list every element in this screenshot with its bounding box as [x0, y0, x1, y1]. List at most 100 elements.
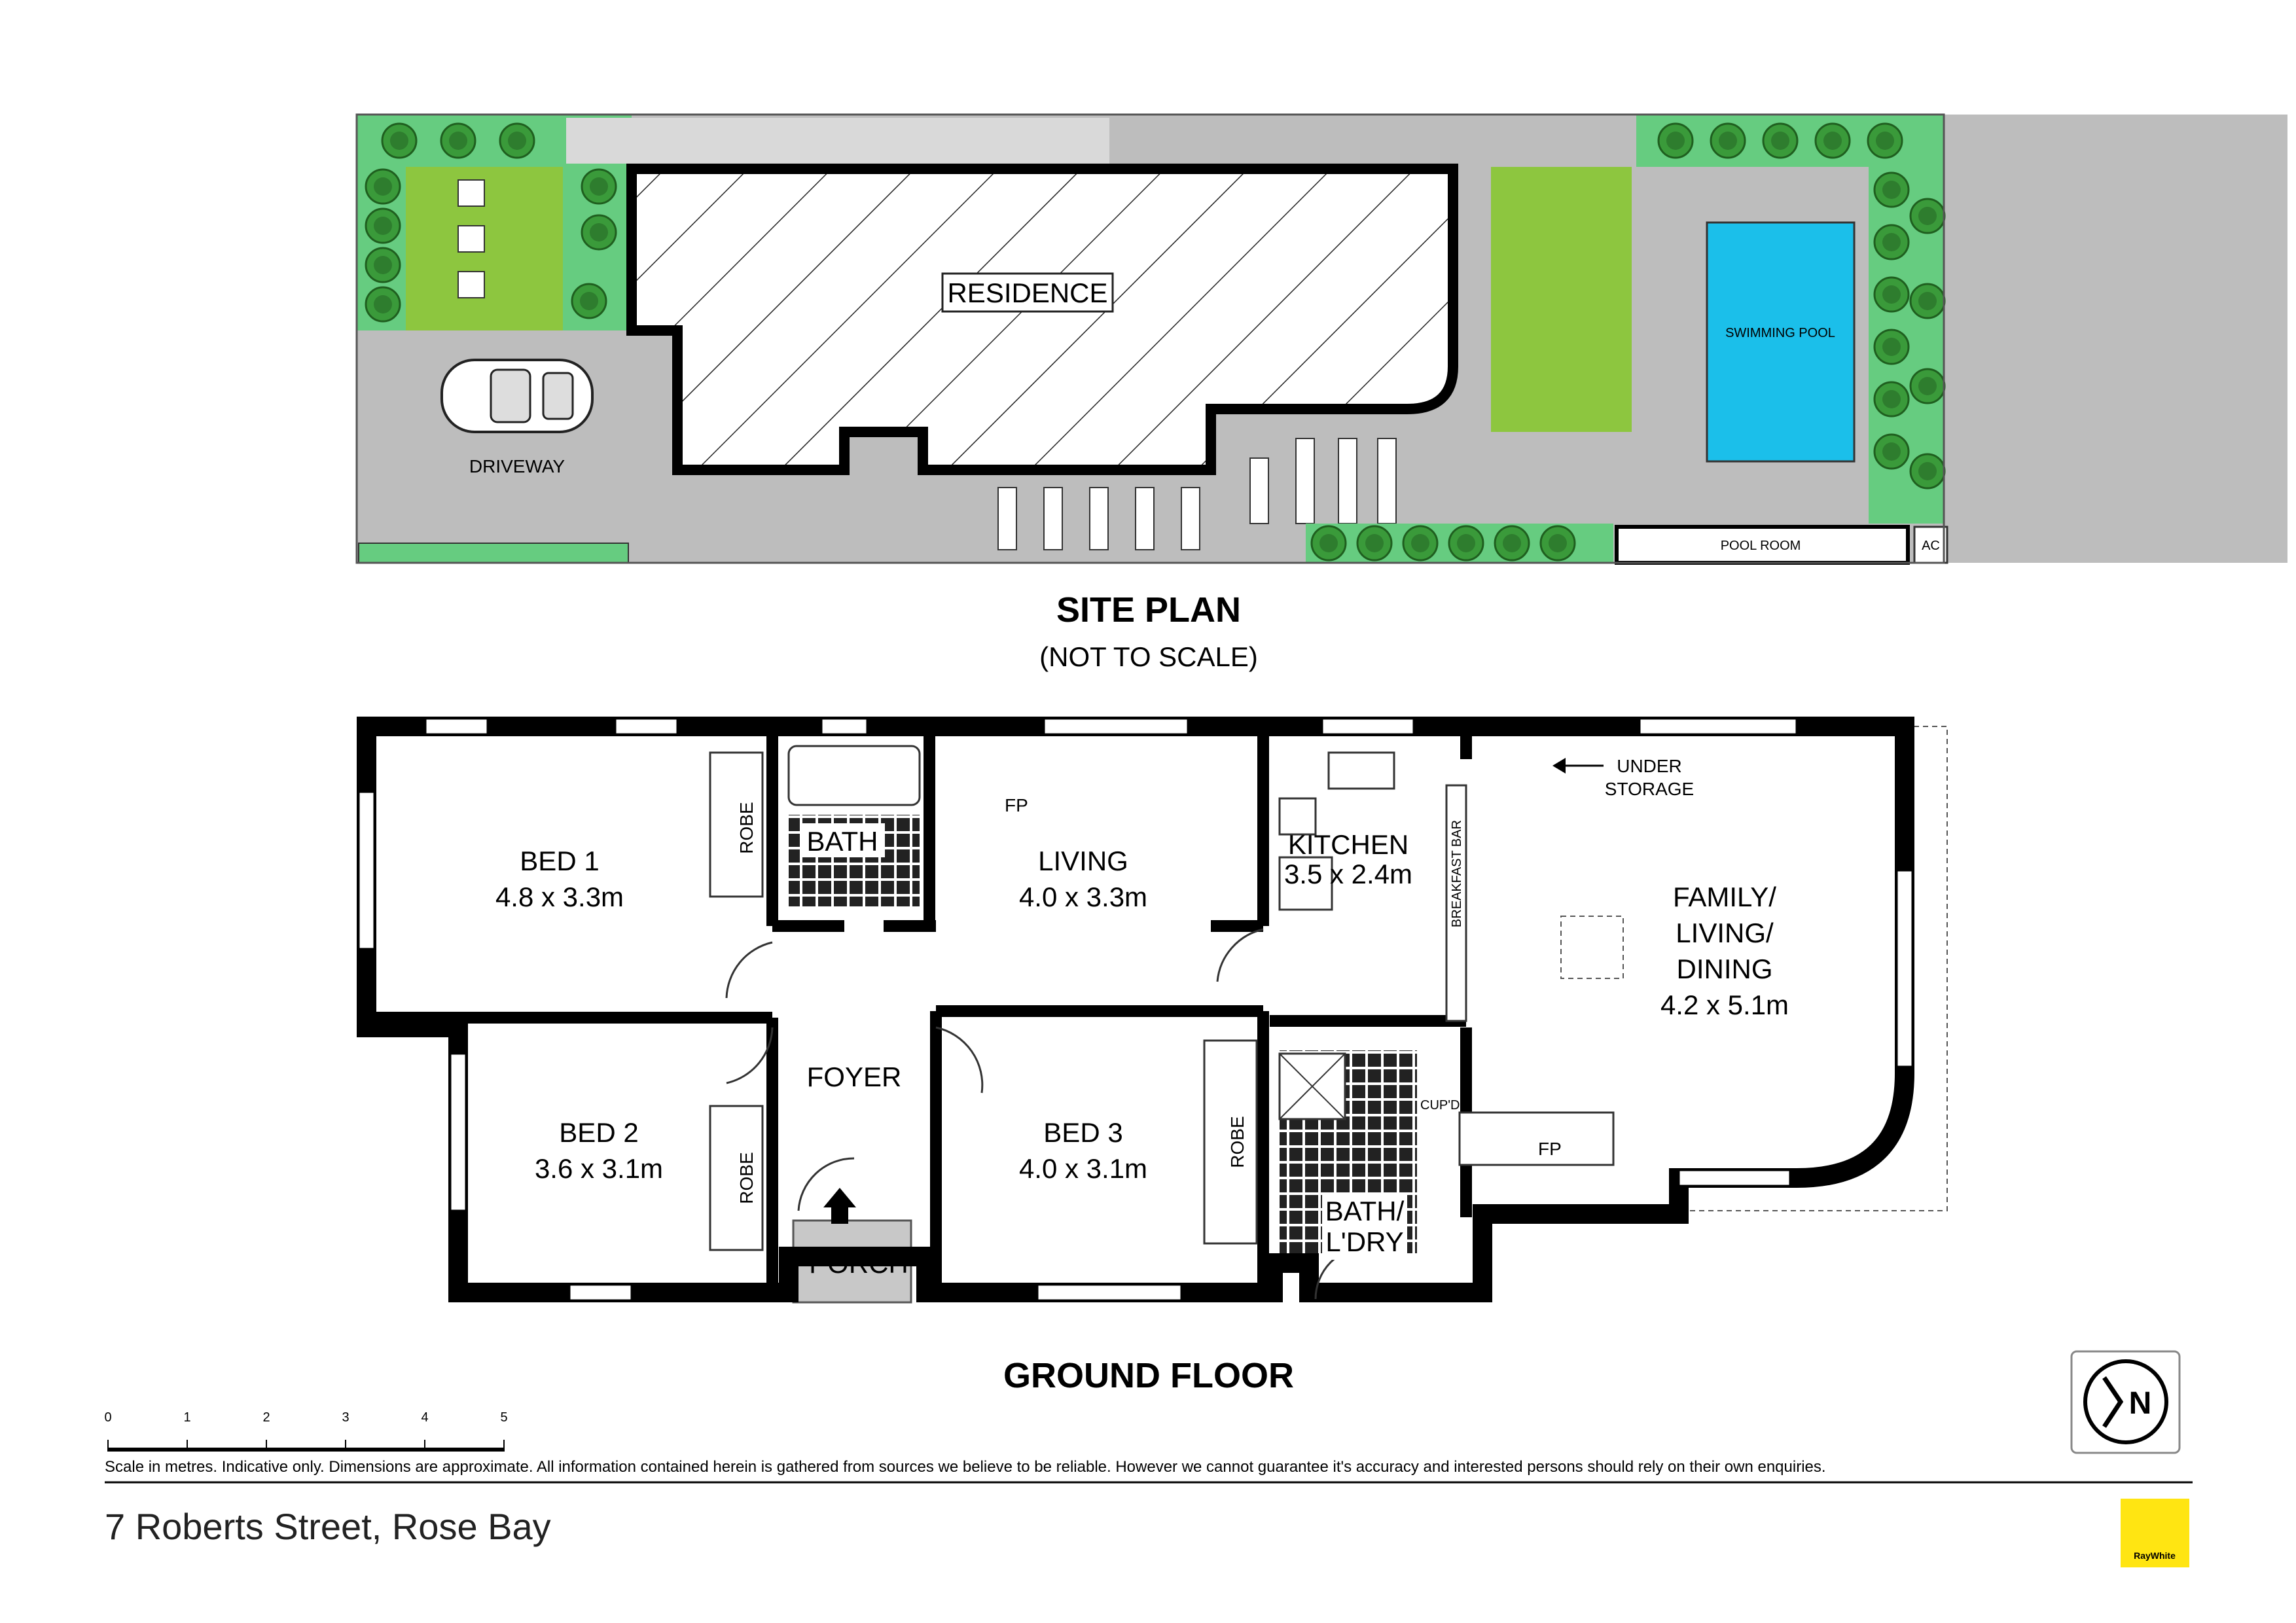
- robe-label-bed2: ROBE: [736, 1152, 757, 1204]
- step: [1338, 438, 1357, 524]
- shrub: [365, 207, 401, 244]
- bath-ldry-label-bg: [1322, 1194, 1407, 1260]
- shrub: [1356, 525, 1393, 562]
- shrub: [1909, 198, 1946, 234]
- ground-floor-plan: BED 1 4.8 x 3.3m BED 2 3.6 x 3.1m BED 3 …: [357, 717, 1948, 1395]
- fp-label-living: FP: [1005, 795, 1028, 815]
- step: [1249, 457, 1269, 524]
- shrub: [571, 283, 607, 319]
- scale-tick-label: 5: [500, 1410, 507, 1425]
- shrub: [381, 122, 418, 159]
- bathtub: [787, 745, 921, 806]
- robe-label-bed1: ROBE: [736, 802, 757, 853]
- scale-tick-label: 1: [183, 1410, 190, 1425]
- shrub: [1909, 368, 1946, 404]
- shrub: [1762, 122, 1799, 159]
- pool-room: [1615, 525, 1910, 565]
- shrub: [1873, 276, 1910, 313]
- paver: [457, 271, 485, 298]
- shrub: [1867, 122, 1903, 159]
- cooktop: [1278, 797, 1317, 836]
- porch-label: PORCH: [809, 1248, 908, 1279]
- brand-name: RayWhite: [2134, 1550, 2176, 1561]
- shrub: [1448, 525, 1484, 562]
- exterior-walls: [357, 717, 1914, 1302]
- swimming-pool: [1706, 221, 1856, 463]
- shrub: [1909, 283, 1946, 319]
- shrub: [1909, 453, 1946, 490]
- robe-bed3: [1203, 1039, 1258, 1245]
- north-compass-icon: N: [2070, 1350, 2181, 1454]
- scale-tick-label: 4: [421, 1410, 428, 1425]
- bed1-size: 4.8 x 3.3m: [495, 882, 624, 912]
- shrub: [1657, 122, 1694, 159]
- shrub: [440, 122, 476, 159]
- front-hedge: [358, 543, 629, 563]
- cupd-label: CUP'D: [1286, 1013, 1326, 1027]
- cupd-label: CUP'D: [1420, 1098, 1460, 1113]
- shrub: [1873, 329, 1910, 365]
- site-boundary: [355, 113, 1945, 564]
- fireplace-family: [1458, 1111, 1615, 1166]
- robe-bed2: [709, 1105, 764, 1251]
- bed1-name: BED 1: [520, 846, 599, 876]
- site-plan-title: SITE PLAN: [1056, 590, 1241, 630]
- scale-tick-label: 0: [104, 1410, 111, 1425]
- breakfast-bar-label: BREAKFAST BAR: [1450, 820, 1464, 927]
- living-size: 4.0 x 3.3m: [1019, 882, 1147, 912]
- residence-outline: [626, 164, 1458, 475]
- shower-cross: [1279, 1053, 1346, 1120]
- windows: [357, 717, 1914, 1302]
- step: [1295, 438, 1315, 524]
- rear-lawn: [1491, 167, 1632, 432]
- swimming-pool-label: SWIMMING POOL: [1725, 326, 1835, 340]
- breakfast-bar: [1445, 784, 1467, 1022]
- shrub: [365, 168, 401, 205]
- shrub: [581, 168, 617, 205]
- shrub: [1710, 122, 1746, 159]
- bed2-size: 3.6 x 3.1m: [535, 1153, 663, 1184]
- kitchen-sink: [1327, 751, 1395, 790]
- scale-tick-label: 2: [262, 1410, 270, 1425]
- bed3-name: BED 3: [1043, 1117, 1122, 1148]
- shrub: [1873, 381, 1910, 418]
- side-path: [566, 118, 1109, 164]
- bath-ldry-line2: L'DRY: [1325, 1226, 1403, 1257]
- property-address: 7 Roberts Street, Rose Bay: [105, 1506, 551, 1547]
- raywhite-logo: RayWhite: [2121, 1499, 2189, 1567]
- site-plan-subtitle: (NOT TO SCALE): [1039, 641, 1258, 672]
- residence-label: RESIDENCE: [947, 277, 1107, 308]
- kitchen-name: KITCHEN: [1288, 829, 1408, 860]
- family-line2: LIVING/: [1676, 918, 1774, 948]
- compass-letter: N: [2129, 1386, 2152, 1421]
- robe-bed1: [709, 751, 764, 898]
- shrub: [1310, 525, 1347, 562]
- entry-arrow-icon: [823, 1188, 856, 1224]
- scale-tick-label: 3: [342, 1410, 349, 1425]
- fp-label-family: FP: [1538, 1139, 1562, 1159]
- family-size: 4.2 x 5.1m: [1660, 990, 1789, 1020]
- under-storage-line1: UNDER: [1617, 756, 1682, 776]
- bed2-name: BED 2: [559, 1117, 638, 1148]
- bath-label: BATH: [807, 826, 878, 857]
- arrow-icon: [1552, 758, 1566, 774]
- residence-label-box: [941, 272, 1114, 313]
- step: [1089, 487, 1109, 550]
- living-name: LIVING: [1038, 846, 1128, 876]
- bath-ldry-line1: BATH/: [1325, 1196, 1405, 1226]
- family-line3: DINING: [1677, 954, 1773, 984]
- shrub: [1814, 122, 1851, 159]
- shrub: [1494, 525, 1530, 562]
- family-line1: FAMILY/: [1673, 882, 1776, 912]
- step: [1181, 487, 1200, 550]
- step: [997, 487, 1017, 550]
- under-storage-line2: STORAGE: [1605, 779, 1694, 799]
- disclaimer-text: Scale in metres. Indicative only. Dimens…: [105, 1458, 1826, 1476]
- shrub: [365, 286, 401, 323]
- car-icon: [440, 359, 594, 433]
- pool-room-label: POOL ROOM: [1721, 539, 1801, 553]
- shrub: [499, 122, 535, 159]
- shrub: [1539, 525, 1576, 562]
- skylight: [1560, 916, 1624, 979]
